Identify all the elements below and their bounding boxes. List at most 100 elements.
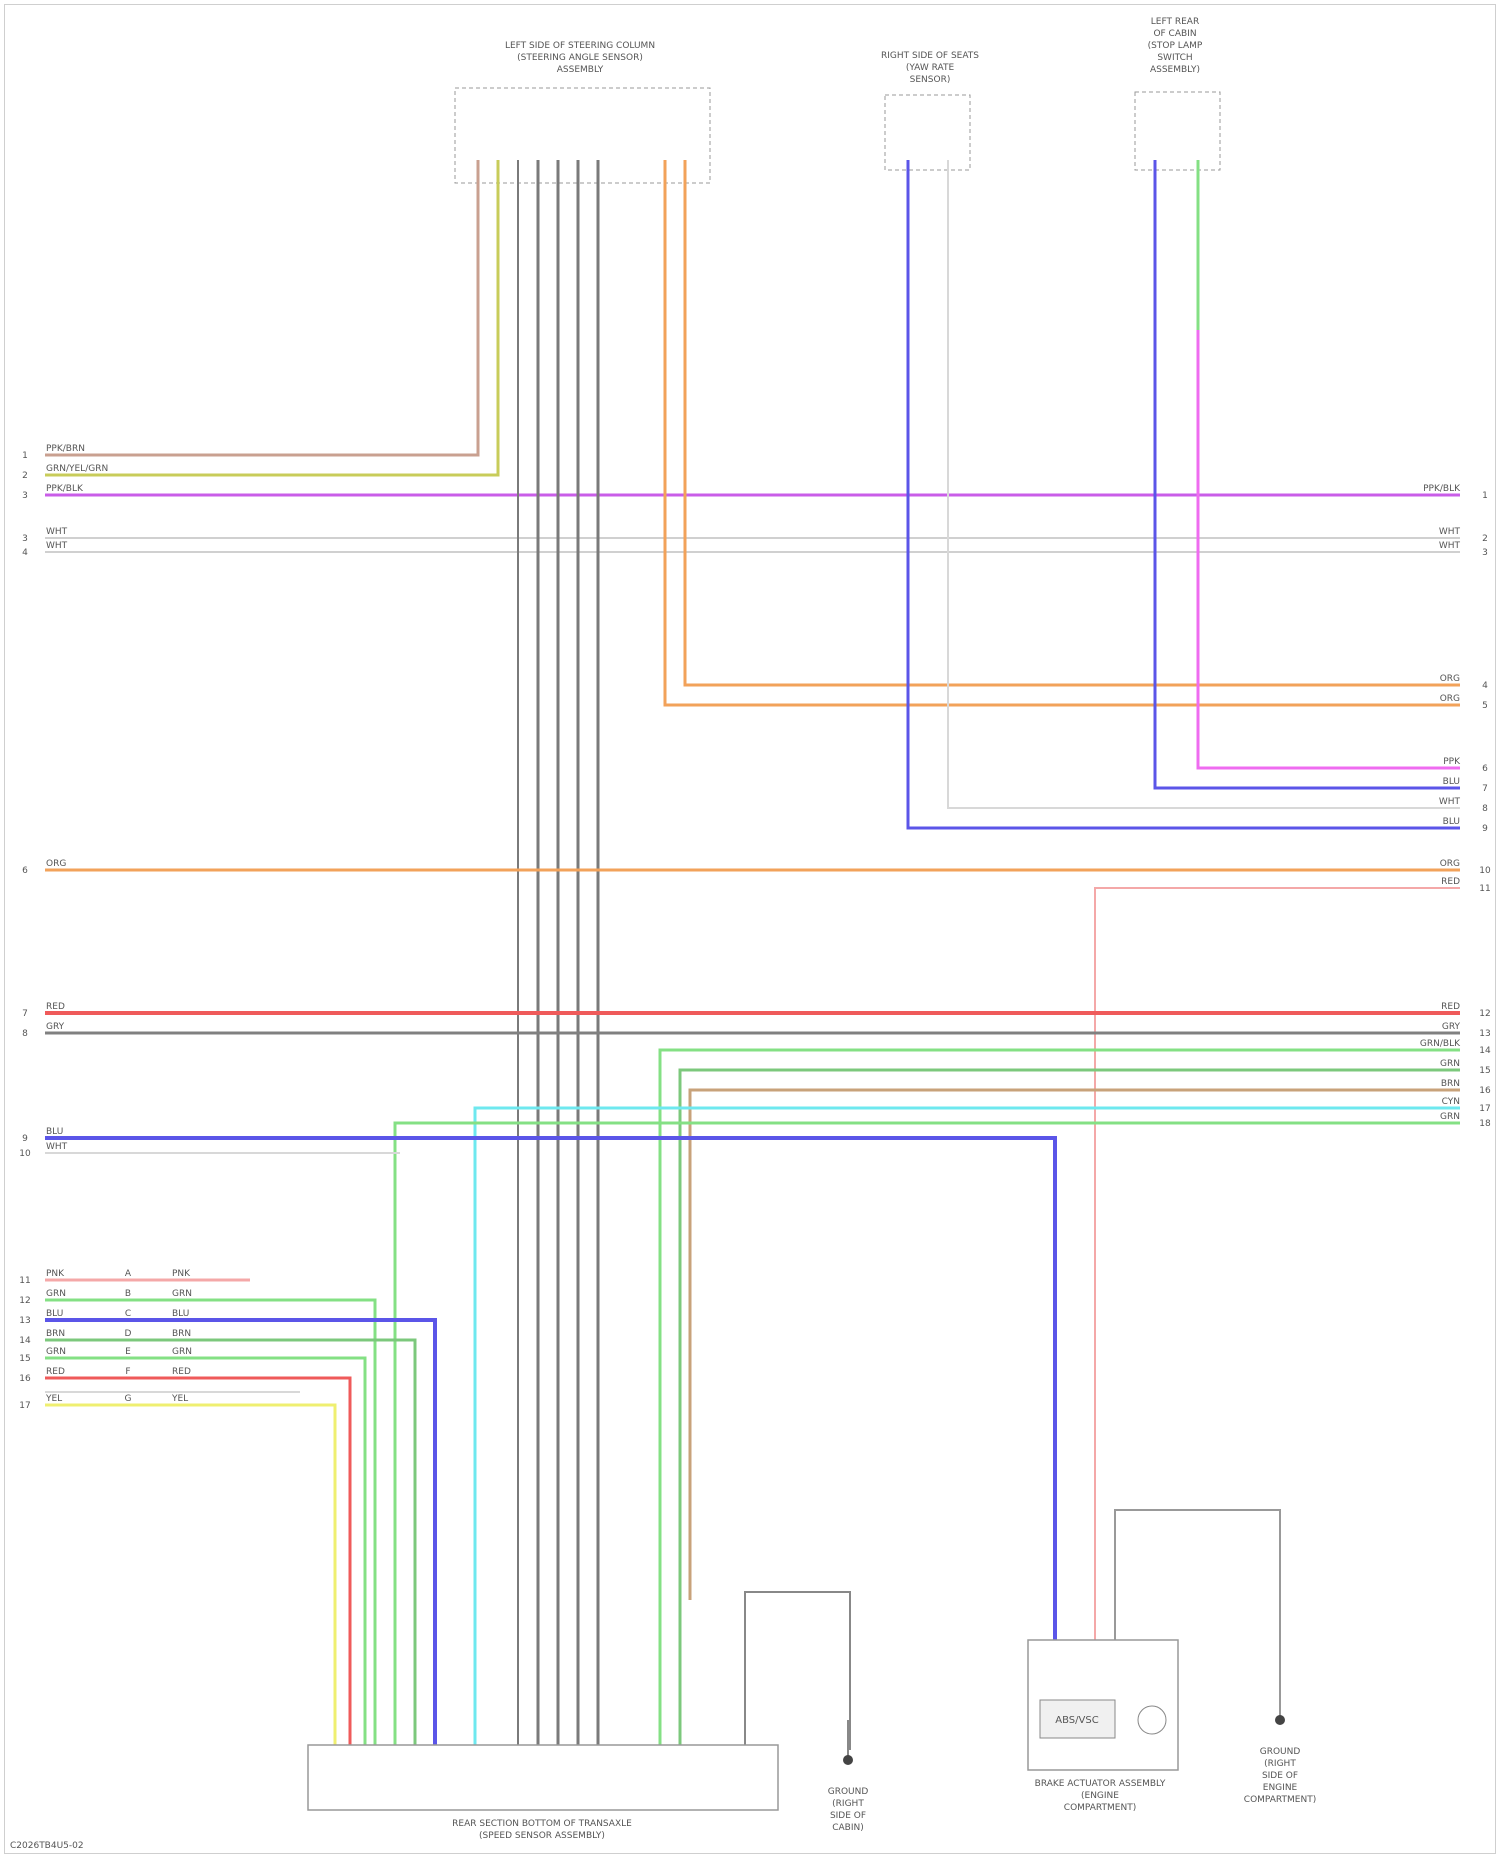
component-label: (RIGHT [1264,1759,1296,1769]
pin-number: 16 [19,1374,31,1384]
wire-red [45,1378,350,1750]
wire-orange [665,160,1460,705]
pin-number: 8 [1482,804,1488,814]
ground-symbol: GROUND (RIGHT SIDE OF CABIN) [828,1720,869,1833]
component-label: COMPARTMENT) [1244,1795,1316,1805]
pin-number: 13 [19,1316,30,1326]
connector-box [1135,92,1220,170]
component-label: GROUND [1260,1747,1301,1757]
pin-number: 12 [19,1296,30,1306]
pin-number: 14 [19,1336,31,1346]
connector-box [885,95,970,170]
abs-unit-label: ABS/VSC [1055,1715,1098,1726]
wire-code: ORG [46,859,66,869]
wire-code: BLU [172,1309,189,1319]
pin-number: 17 [19,1401,30,1411]
pin-number: 10 [19,1149,31,1159]
pin-number: 4 [1482,681,1488,691]
ground-symbol: GROUND (RIGHT SIDE OF ENGINE COMPARTMENT… [1244,1715,1316,1805]
wire-code: GRN [46,1347,66,1357]
pin-number: 11 [1479,884,1490,894]
pin-number: 18 [1479,1119,1491,1129]
component-label: (STOP LAMP [1148,41,1203,51]
wire-code: WHT [46,541,68,551]
component-label: REAR SECTION BOTTOM OF TRANSAXLE [452,1819,632,1829]
pin-number: 11 [19,1276,30,1286]
wire-code: WHT [1439,541,1461,551]
component-label: SWITCH [1157,53,1192,63]
splice-id: G [125,1394,132,1404]
pin-number: 7 [1482,784,1488,794]
component-label: ASSEMBLY [557,65,604,75]
wire-tan [690,1090,1460,1600]
wire-brown [45,160,478,455]
wire-code: PPK/BLK [1423,484,1461,494]
connector-box [455,88,710,183]
pin-number: 5 [1482,701,1488,711]
pin-number: 13 [1479,1029,1490,1039]
pin-number: 3 [1482,548,1488,558]
wire-blue [1155,160,1460,788]
component-label: GROUND [828,1787,869,1797]
pin-number: 2 [22,471,28,481]
wire-code: BLU [1443,777,1460,787]
splice-id: B [125,1289,131,1299]
wire-code: WHT [1439,527,1461,537]
wire-code: WHT [46,527,68,537]
wire-code: GRN [172,1347,192,1357]
wire-code: RED [1441,877,1460,887]
wire-cyan [475,1108,1460,1750]
wire-orange [685,160,1460,685]
component-label: CABIN) [832,1823,864,1833]
component-yaw-sensor: RIGHT SIDE OF SEATS (YAW RATE SENSOR) [881,51,979,170]
component-abs-actuator: ABS/VSC BRAKE ACTUATOR ASSEMBLY (ENGINE … [1028,1640,1178,1813]
component-label: ENGINE [1263,1783,1298,1793]
splice-id: C [125,1309,131,1319]
splice-id: A [125,1269,132,1279]
wire-code: RED [46,1367,65,1377]
pin-number: 9 [1482,824,1488,834]
wire-blue [45,1138,1055,1640]
component-label: BRAKE ACTUATOR ASSEMBLY [1035,1779,1166,1789]
pin-number: 10 [1479,866,1491,876]
wire-code: PPK [1443,757,1461,767]
pin-number: 3 [22,534,28,544]
connector-box [308,1745,778,1810]
pin-number: 15 [19,1354,30,1364]
wire-code: BLU [46,1127,63,1137]
component-label: (SPEED SENSOR ASSEMBLY) [479,1831,605,1841]
component-transaxle: REAR SECTION BOTTOM OF TRANSAXLE (SPEED … [308,1745,778,1841]
component-label: SIDE OF [830,1811,866,1821]
wire-code: BRN [1441,1079,1460,1089]
footer-code: C2026TB4U5-02 [10,1841,84,1851]
pin-number: 8 [22,1029,28,1039]
wire-code: CYN [1442,1097,1460,1107]
wire-pink [1095,888,1460,1640]
pin-number: 15 [1479,1066,1490,1076]
wire-code: WHT [46,1142,68,1152]
component-label: ASSEMBLY) [1150,65,1200,75]
pin-number: 14 [1479,1046,1491,1056]
wire-code: BRN [46,1329,65,1339]
wire-code: PNK [172,1269,191,1279]
pin-number: 9 [22,1134,28,1144]
pin-number: 3 [22,491,28,501]
wire-code: ORG [1440,674,1460,684]
component-label: (STEERING ANGLE SENSOR) [517,53,643,63]
component-label: (RIGHT [832,1799,864,1809]
ground-icon [843,1755,853,1765]
wire-green [395,1123,1460,1750]
component-label: (YAW RATE [906,63,955,73]
wire-code: WHT [1439,797,1461,807]
wire-code: ORG [1440,694,1460,704]
wire-code: PPK/BRN [46,444,85,454]
wire-magenta [1198,160,1460,768]
wire-code: GRN [46,1289,66,1299]
wire-code: GRN [1440,1112,1460,1122]
wire-code: GRN [1440,1059,1460,1069]
component-stop-lamp-switch: LEFT REAR OF CABIN (STOP LAMP SWITCH ASS… [1135,17,1220,170]
wire-code: GRN [172,1289,192,1299]
component-label: LEFT REAR [1151,17,1199,27]
wire-code: ORG [1440,859,1460,869]
